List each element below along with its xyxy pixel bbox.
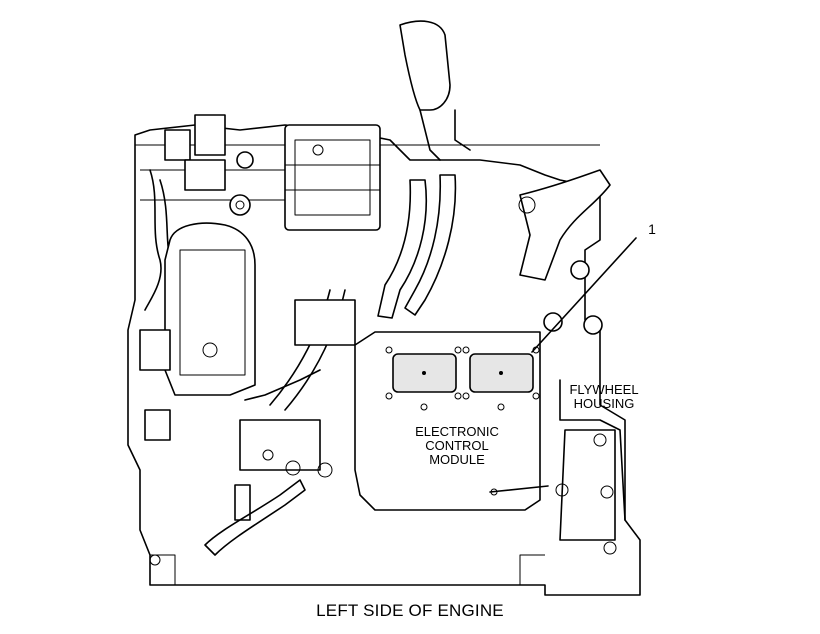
left-upper-components xyxy=(144,114,254,311)
flywheel-housing-label: FLYWHEEL HOUSING xyxy=(566,383,642,411)
figure-caption: LEFT SIDE OF ENGINE xyxy=(316,601,504,620)
ecm-label-line2: CONTROL xyxy=(425,438,489,453)
callout-number: 1 xyxy=(648,221,656,237)
ecm-label-line1: ELECTRONIC xyxy=(415,424,499,439)
left-housing xyxy=(139,222,256,441)
flywheel-housing xyxy=(489,379,626,555)
flywheel-label-line1: FLYWHEEL xyxy=(569,382,639,397)
ecm-label-line3: MODULE xyxy=(429,452,485,467)
ecm-module xyxy=(354,331,541,511)
lower-bracket xyxy=(149,419,333,566)
hoses xyxy=(204,20,471,556)
right-elbow xyxy=(518,169,611,335)
valve-cover xyxy=(284,124,381,231)
flywheel-label-line2: HOUSING xyxy=(573,396,635,411)
ecm-label: ELECTRONIC CONTROL MODULE xyxy=(405,425,509,467)
callout-leader-line xyxy=(531,237,637,353)
